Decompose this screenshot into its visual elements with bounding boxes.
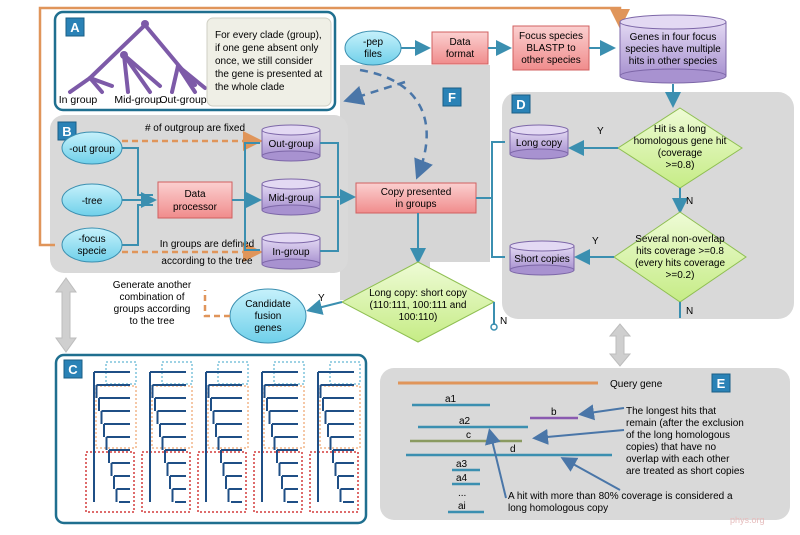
outgroup-db: Out-group (261, 124, 321, 162)
orange-loop-top (38, 6, 630, 247)
hit-d-label: d (510, 444, 516, 455)
ingroup-db: In-group (261, 232, 321, 270)
panel-a: A In group Mid-group Out-group For every… (53, 10, 337, 112)
panel-f-letter: F (448, 90, 456, 105)
hit-a2-label: a2 (459, 416, 471, 427)
hit-ai-label: ai (458, 501, 466, 512)
data-format-box (431, 31, 489, 65)
hit-b-label: b (551, 407, 557, 418)
svg-text:Long copy: Long copy (516, 138, 562, 149)
hit-a1-label: a1 (445, 394, 457, 405)
midgroup-db: Mid-group (261, 178, 321, 216)
data-processor-box (157, 181, 233, 219)
tree-label-ingroup: In group (59, 94, 98, 106)
panel-c-letter: C (68, 362, 78, 377)
yes-label-1: Y (597, 126, 604, 137)
cladogram (309, 361, 361, 513)
cladogram (85, 361, 137, 513)
double-arrow-b-c (55, 277, 77, 353)
short-copies-db: Short copies (509, 240, 575, 276)
dashed-to-a-arrow (343, 80, 406, 106)
outgroup-fixed-note: # of outgroup are fixed (145, 123, 245, 134)
no-label-2: N (686, 306, 693, 317)
hit-c-label: c (466, 430, 471, 441)
panel-e-note2: A hit with more than 80% coverage is con… (508, 491, 733, 514)
yes-label-2: Y (592, 236, 599, 247)
input-outgroup-label: -out group (69, 144, 115, 155)
panel-a-letter: A (70, 20, 80, 35)
tree-label-outgroup: Out-group (159, 94, 206, 106)
ratio-yes-label: Y (318, 293, 325, 304)
cladogram (253, 361, 305, 513)
no-label-1: N (686, 196, 693, 207)
double-arrow-d-e (608, 323, 632, 367)
query-gene-label: Query gene (610, 379, 663, 390)
svg-text:In-group: In-group (272, 247, 310, 258)
long-copy-db: Long copy (509, 124, 569, 160)
panel-c-trees (85, 361, 361, 513)
cladogram (197, 361, 249, 513)
input-tree-label: -tree (82, 196, 103, 207)
watermark: phys.org (730, 515, 765, 525)
blastp-box (512, 25, 590, 71)
hit-a4-label: a4 (456, 473, 468, 484)
copy-presented-box (355, 182, 477, 214)
panel-b-letter: B (62, 124, 71, 139)
ratio-decision-label: Long copy: short copy(110:111, 100:111 a… (369, 288, 467, 323)
hit-ellipsis: ... (458, 488, 466, 499)
cladogram (141, 361, 193, 513)
svg-text:Short copies: Short copies (514, 254, 570, 265)
panel-c-frame (54, 353, 368, 525)
tree-label-midgroup: Mid-group (114, 94, 161, 106)
panel-a-tree (68, 23, 207, 94)
svg-text:Out-group: Out-group (268, 139, 313, 150)
panel-a-note: For every clade (group), if one gene abs… (215, 30, 325, 93)
ratio-decision (340, 261, 496, 343)
dashed-feedback-arrow (359, 68, 433, 180)
ratio-no-label: N (500, 316, 507, 327)
hit-a3-label: a3 (456, 459, 468, 470)
panel-d-letter: D (516, 97, 525, 112)
svg-text:Mid-group: Mid-group (268, 193, 313, 204)
panel-e-letter: E (717, 376, 726, 391)
